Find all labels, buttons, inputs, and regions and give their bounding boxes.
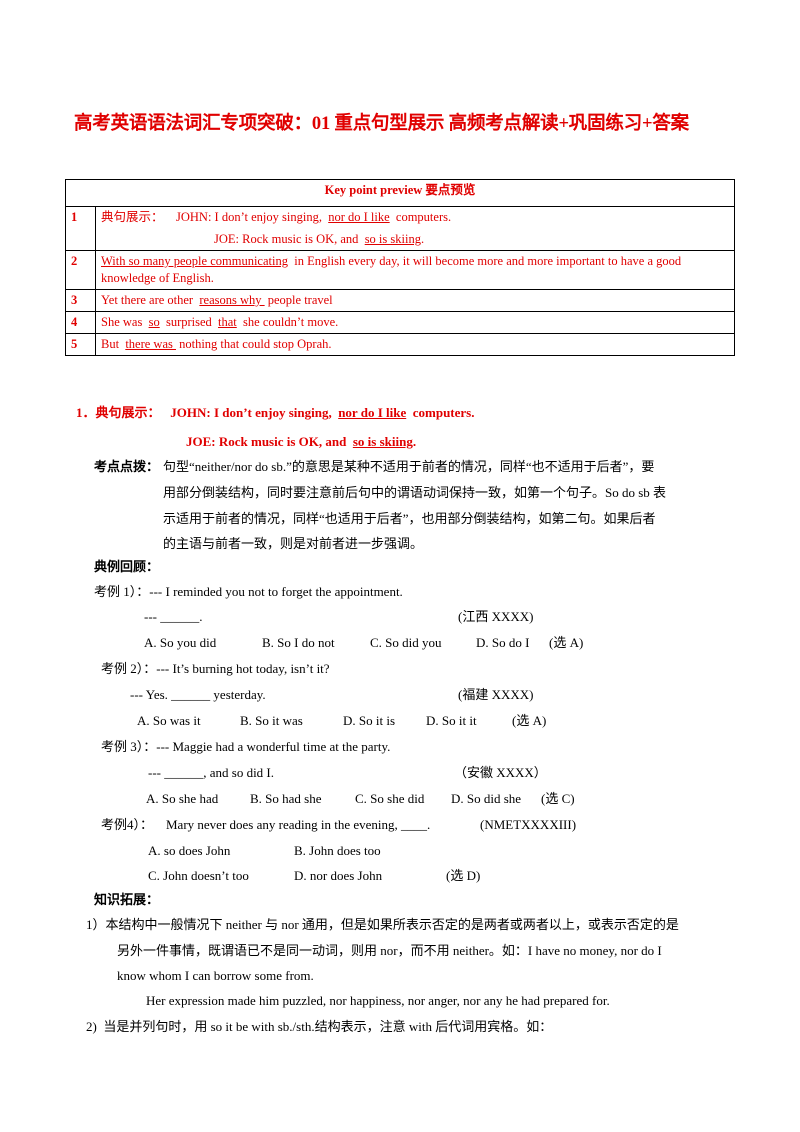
document-title: 高考英语语法词汇专项突破：01 重点句型展示 高频考点解读+巩固练习+答案	[74, 114, 689, 134]
row-text: She was so surprised that she couldn’t m…	[95, 311, 735, 334]
extension-line: Her expression made him puzzled, nor hap…	[146, 993, 610, 1008]
examples-label: 典例回顾：	[94, 559, 160, 574]
underlined-phrase: so is skiing	[352, 434, 413, 449]
example-question: 考例 3）：--- Maggie had a wonderful time at…	[101, 739, 391, 754]
example-question: 考例 1）：--- I reminded you not to forget t…	[94, 584, 403, 599]
row-line: JOE: Rock music is OK, and so is skiing.	[214, 232, 425, 246]
table-header: Key point preview 要点预览	[65, 179, 735, 207]
example-option: A. So she had	[146, 791, 219, 806]
section-heading: 1．典句展示： JOHN: I don’t enjoy singing, nor…	[76, 405, 475, 420]
underlined-phrase: there was	[125, 337, 176, 351]
example-option: B. So it was	[240, 713, 303, 728]
example-option: C. John doesn’t too	[148, 868, 249, 883]
example-source: (福建 XXXX)	[458, 687, 534, 702]
example-option: A. so does John	[148, 843, 231, 858]
row-text: With so many people communicating in Eng…	[95, 250, 735, 290]
example-option: D. nor does John	[294, 868, 383, 883]
underlined-phrase: With so many people communicating	[101, 254, 288, 268]
tip-line: 的主语与前者一致，则是对前者进一步强调。	[163, 536, 424, 551]
example-answer: (选 D)	[446, 868, 481, 883]
row-number: 5	[65, 333, 96, 356]
row-text: Yet there are other reasons why people t…	[95, 289, 735, 312]
row-text: 典句展示： JOHN: I don’t enjoy singing, nor d…	[95, 206, 735, 251]
row-text: But there was nothing that could stop Op…	[95, 333, 735, 356]
example-source: (江西 XXXX)	[458, 609, 534, 624]
underlined-phrase: reasons why	[199, 293, 265, 307]
tip-line: 示适用于前者的情况，同样“也适用于后者”，也用部分倒装结构，如第二句。如果后者	[163, 511, 656, 526]
extension-line: 另外一件事情，既谓语已不是同一动词，则用 nor，而不用 neither。如：I…	[117, 943, 662, 958]
example-source: （安徽 XXXX）	[454, 765, 547, 780]
example-answer: (选 A)	[549, 635, 584, 650]
underlined-phrase: nor do I like	[338, 405, 407, 420]
example-option: D. So it is	[343, 713, 396, 728]
example-option: B. So I do not	[262, 635, 335, 650]
extension-line: know whom I can borrow some from.	[117, 968, 314, 983]
tip-line: 句型“neither/nor do sb.”的意思是某种不适用于前者的情况，同样…	[163, 459, 655, 474]
section-heading-line2: JOE: Rock music is OK, and so is skiing.	[186, 434, 417, 449]
example-answer: (选 C)	[541, 791, 575, 806]
row-number: 2	[65, 250, 96, 290]
example-answer-line: --- Yes. ______ yesterday.	[130, 687, 266, 702]
example-option: C. So she did	[355, 791, 425, 806]
example-option: B. John does too	[294, 843, 381, 858]
example-question: 考例4）： Mary never does any reading in the…	[101, 817, 431, 832]
extension-line: 1）本结构中一般情况下 neither 与 nor 通用，但是如果所表示否定的是…	[86, 917, 679, 932]
example-answer: (选 A)	[512, 713, 547, 728]
tip-label: 考点点拨：	[94, 459, 160, 474]
table-header-row: Key point preview 要点预览	[65, 179, 735, 207]
extension-label: 知识拓展：	[94, 892, 160, 907]
table-row: 5 But there was nothing that could stop …	[65, 333, 735, 356]
example-question: 考例 2）：--- It’s burning hot today, isn’t …	[101, 661, 330, 676]
example-option: D. So do I	[476, 635, 530, 650]
tip-line: 用部分倒装结构，同时要注意前后句中的谓语动词保持一致，如第一个句子。So do …	[163, 485, 667, 500]
example-option: A. So was it	[137, 713, 201, 728]
table-row: 3 Yet there are other reasons why people…	[65, 289, 735, 312]
row-number: 4	[65, 311, 96, 334]
underlined-phrase: nor do I like	[328, 210, 390, 224]
underlined-phrase: that	[218, 315, 237, 329]
example-option: D. So it it	[426, 713, 477, 728]
underlined-phrase: so	[148, 315, 160, 329]
underlined-phrase: so is skiing	[364, 232, 421, 246]
extension-line: 2) 当是并列句时，用 so it be with sb./sth.结构表示，注…	[86, 1019, 553, 1034]
row-line: 典句展示： JOHN: I don’t enjoy singing, nor d…	[101, 210, 452, 224]
example-option: D. So did she	[451, 791, 522, 806]
example-option: A. So you did	[144, 635, 217, 650]
example-option: B. So had she	[250, 791, 322, 806]
table-row: 4 She was so surprised that she couldn’t…	[65, 311, 735, 334]
example-source: (NMETXXXXIII)	[480, 817, 577, 832]
row-number: 1	[65, 206, 96, 251]
example-option: C. So did you	[370, 635, 442, 650]
key-point-table: Key point preview 要点预览 1 典句展示： JOHN: I d…	[65, 179, 735, 356]
table-row: 2 With so many people communicating in E…	[65, 250, 735, 290]
example-answer-line: --- ______.	[144, 609, 203, 624]
table-row: 1 典句展示： JOHN: I don’t enjoy singing, nor…	[65, 206, 735, 251]
row-number: 3	[65, 289, 96, 312]
example-answer-line: --- ______, and so did I.	[148, 765, 275, 780]
